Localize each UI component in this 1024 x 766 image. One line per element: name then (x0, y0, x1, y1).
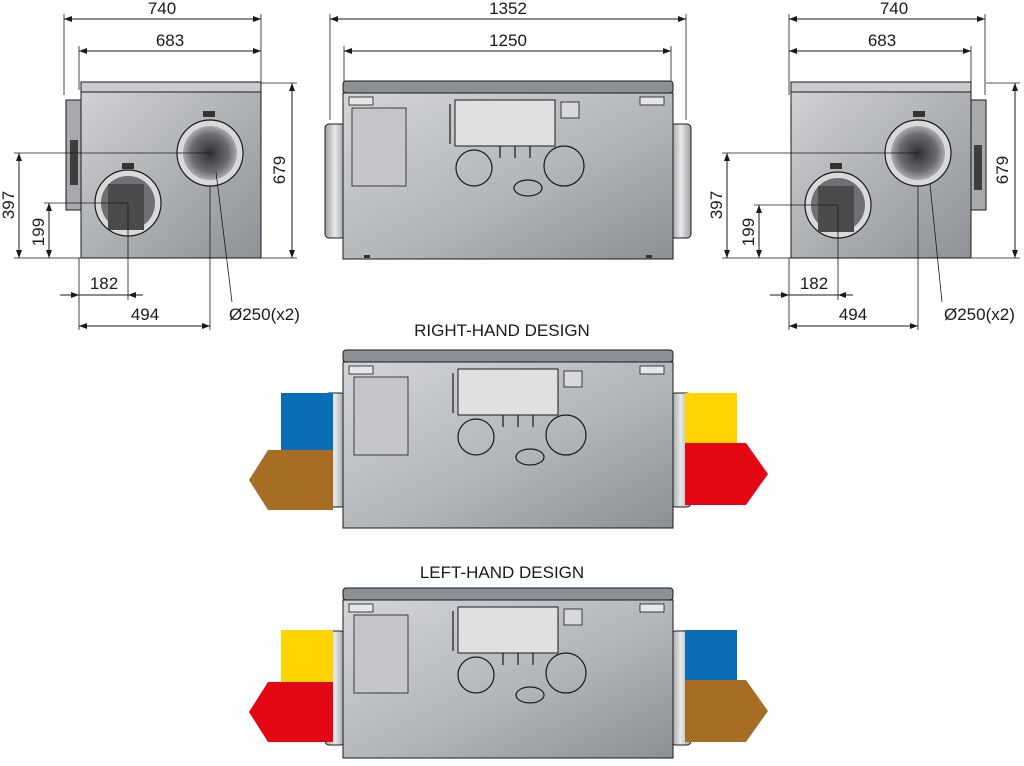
label-sticker (122, 163, 134, 169)
dim-inner-width: 683 (156, 31, 184, 50)
duct-collar-right (670, 123, 692, 239)
front-view: 1352 1250 (324, 0, 692, 260)
cable-coil-right (543, 145, 585, 187)
label-sticker (830, 163, 842, 169)
dim-duct-bottom-height: 199 (29, 218, 48, 246)
airflow-left-top (281, 630, 333, 692)
handle-right (639, 603, 665, 613)
control-box (457, 606, 559, 654)
service-panel (353, 376, 409, 456)
side-view-left: 740 683 679 397 1 (0, 0, 300, 330)
cables (449, 104, 531, 158)
dim-duct-top-height: 397 (707, 191, 726, 219)
cables (452, 373, 534, 427)
design-title: RIGHT-HAND DESIGN (414, 321, 590, 340)
airflow-right-top (685, 630, 737, 680)
label-sticker (913, 111, 925, 117)
sensor-box (563, 370, 583, 388)
cable-coil-bottom (515, 686, 545, 704)
unit-right-hand (324, 349, 692, 529)
handle-left (348, 603, 374, 613)
foot (364, 255, 370, 258)
control-box (454, 99, 556, 147)
dim-outer-width: 1352 (489, 0, 527, 18)
airflow-right-top (685, 393, 737, 443)
dim-inner-width: 1250 (489, 31, 527, 50)
leader-line (929, 183, 943, 303)
dim-duct-top-offset: 494 (131, 305, 159, 324)
dim-duct-bottom-offset: 182 (90, 274, 118, 293)
housing-top-rail (342, 80, 674, 94)
cable-coil-bottom (515, 448, 545, 466)
airflow-right-bottom (685, 443, 768, 505)
housing-side (790, 91, 972, 259)
dim-inner-width: 683 (868, 31, 896, 50)
service-panel (353, 614, 409, 694)
lower-duct-filter (818, 186, 854, 232)
duct-collar-left (324, 123, 346, 239)
unit-left-hand (324, 587, 692, 759)
lower-duct-filter (108, 184, 144, 230)
control-box (457, 368, 559, 416)
cable-coil-right (545, 414, 587, 456)
housing-top-rail (342, 587, 674, 601)
dim-duct-bottom-height: 199 (739, 218, 758, 246)
cable-coil-left (455, 149, 493, 187)
service-panel (351, 107, 407, 187)
housing-top-lid (80, 81, 262, 93)
handle-left (348, 365, 374, 375)
airflow-right-bottom (685, 680, 768, 742)
cable-coil-left (457, 418, 495, 456)
airflow-left-bottom (249, 450, 333, 510)
handle-right (639, 365, 665, 375)
cables (452, 611, 534, 665)
cable-bundle (70, 140, 78, 185)
cable-bundle (974, 145, 982, 190)
dim-duct-bottom-offset: 182 (800, 274, 828, 293)
design-title: LEFT-HAND DESIGN (420, 563, 584, 582)
cable-coil-bottom (513, 179, 543, 197)
left-hand-design: LEFT-HAND DESIGN (249, 563, 768, 759)
dim-duct-top-offset: 494 (839, 305, 867, 324)
right-hand-design: RIGHT-HAND DESIGN (249, 321, 768, 529)
foot (646, 255, 652, 258)
dim-height: 679 (270, 156, 289, 184)
leader-line (215, 171, 233, 303)
dim-duct-top-height: 397 (0, 191, 18, 219)
handle-left (348, 96, 374, 106)
cable-coil-left (457, 656, 495, 694)
housing-top-lid (790, 81, 972, 93)
housing-top-rail (342, 349, 674, 363)
sensor-box (560, 101, 580, 119)
dim-outer-width: 740 (148, 0, 176, 18)
sensor-box (563, 608, 583, 626)
cable-coil-right (545, 652, 587, 694)
handle-right (639, 96, 665, 106)
dim-duct-diameter: Ø250(x2) (229, 305, 300, 324)
dim-duct-diameter: Ø250(x2) (944, 305, 1015, 324)
side-view-right: 740 683 679 397 199 182 (707, 0, 1020, 330)
dim-height: 679 (993, 156, 1012, 184)
unit-front (324, 80, 692, 260)
airflow-left-bottom (249, 682, 333, 742)
label-sticker (203, 111, 215, 117)
dim-outer-width: 740 (880, 0, 908, 18)
airflow-left-top (281, 393, 333, 455)
